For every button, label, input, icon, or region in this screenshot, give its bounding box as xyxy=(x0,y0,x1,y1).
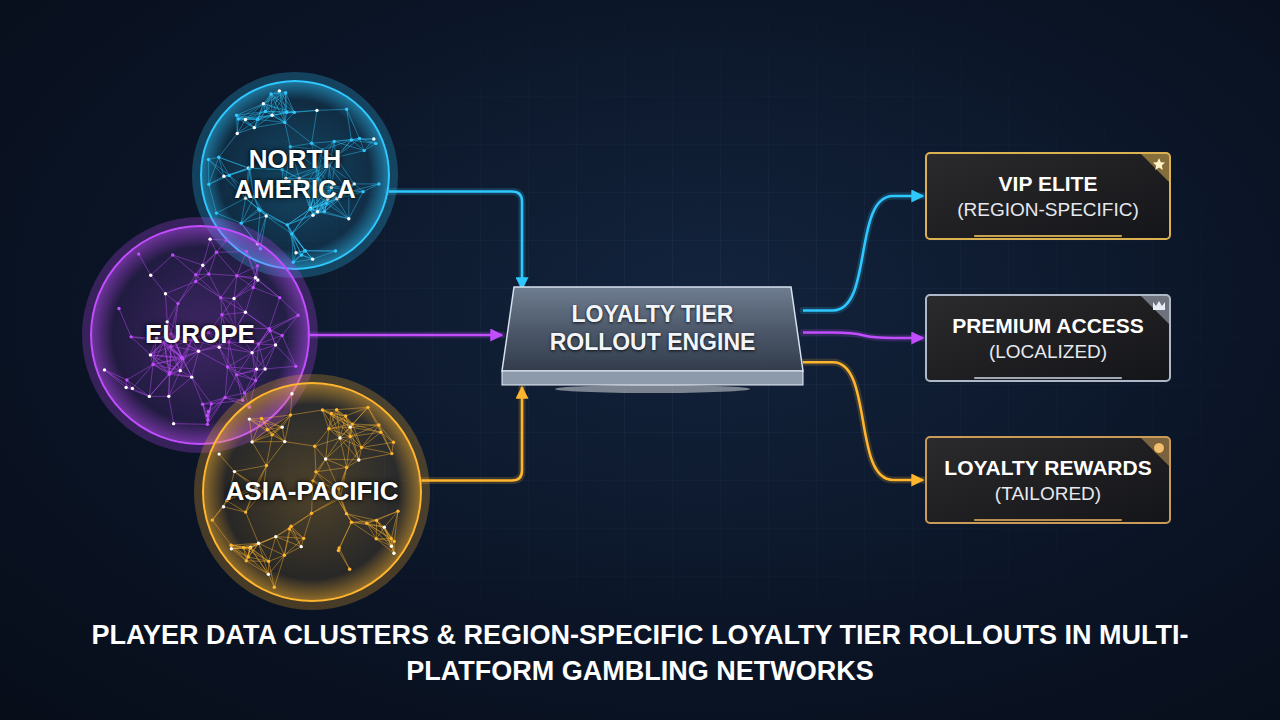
connector-glow xyxy=(421,387,522,481)
coin-icon xyxy=(1154,443,1165,454)
connector-glow xyxy=(803,196,923,311)
tier-card xyxy=(926,295,1170,381)
cluster-outline xyxy=(203,383,421,601)
cluster-glow xyxy=(198,378,426,606)
caption: PLAYER DATA CLUSTERS & REGION-SPECIFIC L… xyxy=(80,618,1200,689)
tier-card xyxy=(926,437,1170,523)
tier-note: (LOCALIZED) xyxy=(989,340,1107,364)
corner-tab xyxy=(1141,154,1169,182)
tier-note: (REGION-SPECIFIC) xyxy=(957,198,1139,222)
engine-glow xyxy=(555,385,750,393)
tier-note: (TAILORED) xyxy=(995,482,1101,506)
flow-arrow xyxy=(803,362,923,480)
corner-tab xyxy=(1141,296,1169,324)
flow-arrow xyxy=(421,387,522,481)
star-icon xyxy=(1153,158,1165,170)
tier-card xyxy=(926,153,1170,239)
node-shape xyxy=(925,294,1171,382)
card-glow xyxy=(974,377,1122,379)
node-label: ASIA-PACIFIC xyxy=(226,477,399,507)
flow-arrow xyxy=(803,196,923,311)
connector-glow xyxy=(310,332,502,339)
connector-glow xyxy=(803,362,923,480)
region-cluster: ASIA-PACIFIC xyxy=(202,382,422,602)
card-glow xyxy=(974,235,1122,237)
tier-box: LOYALTY REWARDS(TAILORED) xyxy=(925,436,1171,524)
tier-name: VIP ELITE xyxy=(999,171,1098,196)
tier-box: VIP ELITE(REGION-SPECIFIC) xyxy=(925,152,1171,240)
tier-name: LOYALTY REWARDS xyxy=(944,455,1151,480)
connector-glow xyxy=(389,191,522,289)
node-label: LOYALTY TIER ROLLOUT ENGINE xyxy=(528,301,778,356)
node-label: EUROPE xyxy=(145,320,255,350)
tier-name: PREMIUM ACCESS xyxy=(952,313,1144,338)
flow-arrow xyxy=(310,334,502,337)
network-mesh xyxy=(212,394,398,588)
connector-glow xyxy=(803,333,923,339)
node-shape xyxy=(925,436,1171,524)
card-glow xyxy=(974,519,1122,521)
engine-edge xyxy=(502,371,803,385)
flow-arrow xyxy=(389,191,522,289)
flow-arrow xyxy=(803,333,923,339)
engine-box: LOYALTY TIER ROLLOUT ENGINE xyxy=(500,283,805,393)
network-dots xyxy=(211,392,400,589)
tier-box: PREMIUM ACCESS(LOCALIZED) xyxy=(925,294,1171,382)
node-label: NORTH AMERICA xyxy=(210,145,380,205)
engine-top xyxy=(502,287,803,371)
crown-icon xyxy=(1153,301,1165,310)
node-shape xyxy=(925,152,1171,240)
